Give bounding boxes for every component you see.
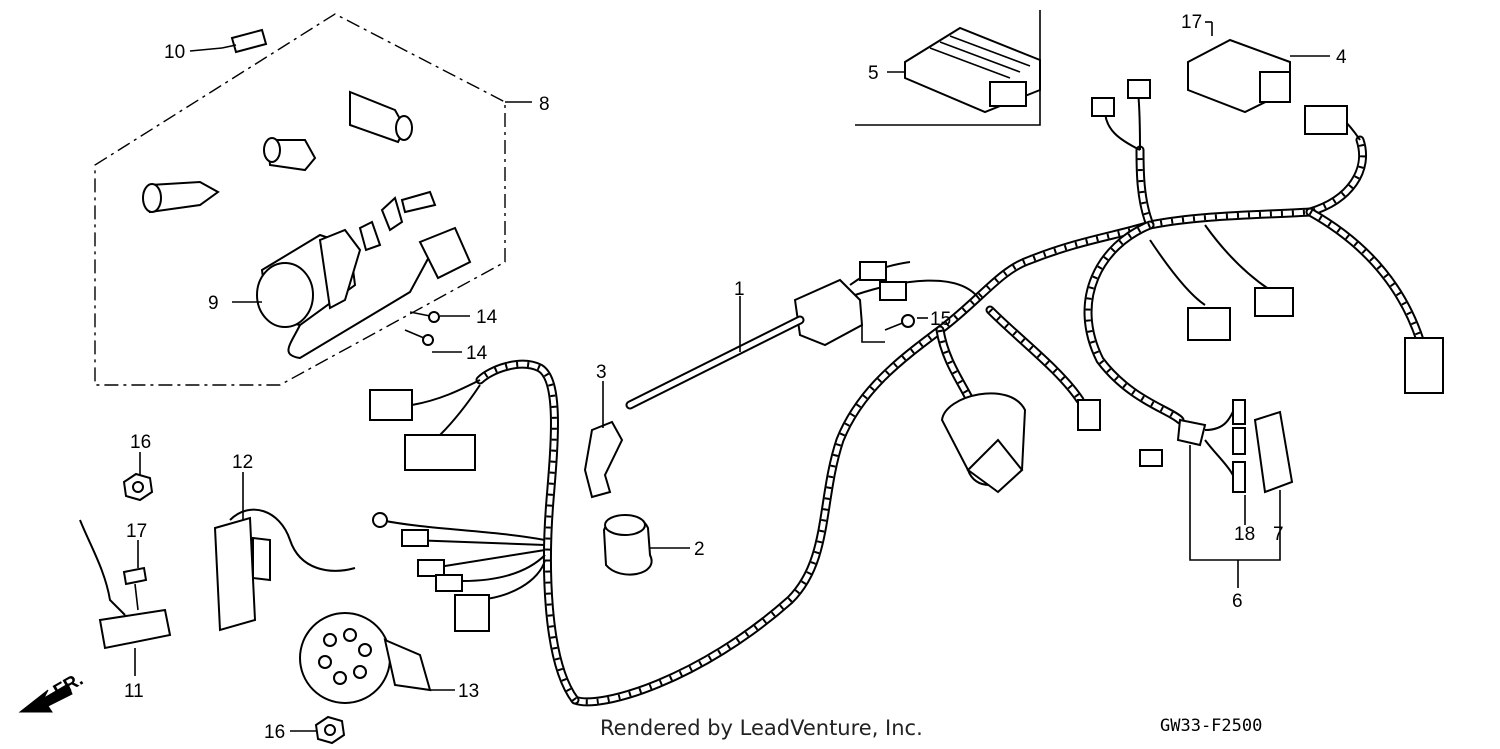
callout-1: 1 <box>734 279 745 300</box>
callout-7: 7 <box>1273 524 1284 545</box>
front-direction-arrow: FR. <box>18 669 87 713</box>
fuse-cap-bottom[interactable] <box>1232 461 1246 493</box>
callout-14a: 14 <box>476 307 498 328</box>
callout-17: 17 <box>126 521 147 542</box>
ignition-coil[interactable] <box>625 261 981 410</box>
lock-cylinder-1[interactable] <box>349 90 413 144</box>
lock-cylinder-2[interactable] <box>263 137 317 172</box>
coil-connector-a[interactable] <box>859 261 887 281</box>
callout-4: 4 <box>1336 47 1347 68</box>
lock-set-box <box>94 13 506 386</box>
callout-10: 10 <box>164 42 185 63</box>
regulator-rectifier[interactable] <box>904 26 1041 114</box>
fuse-18[interactable] <box>1232 427 1246 455</box>
ring-terminal[interactable] <box>372 512 388 528</box>
callout-9: 9 <box>208 293 219 314</box>
neutral-switch[interactable] <box>79 519 172 650</box>
spade-terminal[interactable] <box>401 529 429 547</box>
diagram-code: GW33-F2500 <box>1160 716 1263 736</box>
ignition-switch[interactable] <box>256 190 472 360</box>
harness-terminal-b[interactable] <box>1127 79 1151 99</box>
callout-17-top: 17 <box>1181 12 1202 33</box>
harness-connector-left-bottom[interactable] <box>454 594 490 632</box>
resistor-unit[interactable] <box>213 508 356 632</box>
fuse-holder[interactable] <box>1176 399 1294 494</box>
callout-18: 18 <box>1234 524 1255 545</box>
plug-boot[interactable] <box>602 514 653 576</box>
lock-cylinder-3[interactable] <box>142 180 220 214</box>
callout-8: 8 <box>539 94 550 115</box>
harness-connector-mid[interactable] <box>1254 287 1294 317</box>
condenser[interactable] <box>940 392 1027 494</box>
harness-connector-left-top[interactable] <box>369 389 413 421</box>
coil-connector-b[interactable] <box>879 281 907 301</box>
starter-relay[interactable] <box>1187 22 1291 114</box>
horn[interactable] <box>299 612 432 704</box>
callout-5: 5 <box>868 63 879 84</box>
harness-connector-left-mid[interactable] <box>404 434 476 471</box>
callout-16-top: 16 <box>130 432 151 453</box>
harness-terminal-c[interactable] <box>1077 399 1101 431</box>
callout-13: 13 <box>458 681 479 702</box>
callout-2: 2 <box>694 539 705 560</box>
callout-16-bottom: 16 <box>264 722 285 743</box>
regulator-box <box>855 10 1041 126</box>
callout-14b: 14 <box>466 343 488 364</box>
bolt-15[interactable] <box>861 314 915 343</box>
harness-terminal-d[interactable] <box>1139 449 1163 467</box>
fuse-cap-top[interactable] <box>1232 399 1246 425</box>
fuse-cover-7[interactable] <box>1253 410 1294 494</box>
nut-16a[interactable] <box>122 472 154 502</box>
callout-3: 3 <box>596 362 607 383</box>
callout-15: 15 <box>930 309 951 330</box>
main-wire-harness[interactable] <box>475 91 1425 707</box>
bolt-14a[interactable] <box>409 311 440 323</box>
harness-connector-top[interactable] <box>1304 105 1348 135</box>
render-credit: Rendered by LeadVenture, Inc. <box>600 716 923 740</box>
callout-12: 12 <box>232 452 253 473</box>
bolt-14b[interactable] <box>404 329 434 346</box>
harness-connector-lower[interactable] <box>1187 307 1231 341</box>
bullet-terminal-a[interactable] <box>417 559 445 577</box>
callout-11: 11 <box>124 681 144 702</box>
harness-terminal-a[interactable] <box>1091 97 1115 117</box>
key-part[interactable] <box>221 28 268 54</box>
callout-6: 6 <box>1232 591 1243 612</box>
spark-plug-cap[interactable] <box>583 420 624 499</box>
nut-16b[interactable] <box>314 715 346 745</box>
harness-connector-right[interactable] <box>1404 337 1444 394</box>
bullet-terminal-b[interactable] <box>435 574 463 592</box>
bolt-17[interactable] <box>122 566 148 611</box>
